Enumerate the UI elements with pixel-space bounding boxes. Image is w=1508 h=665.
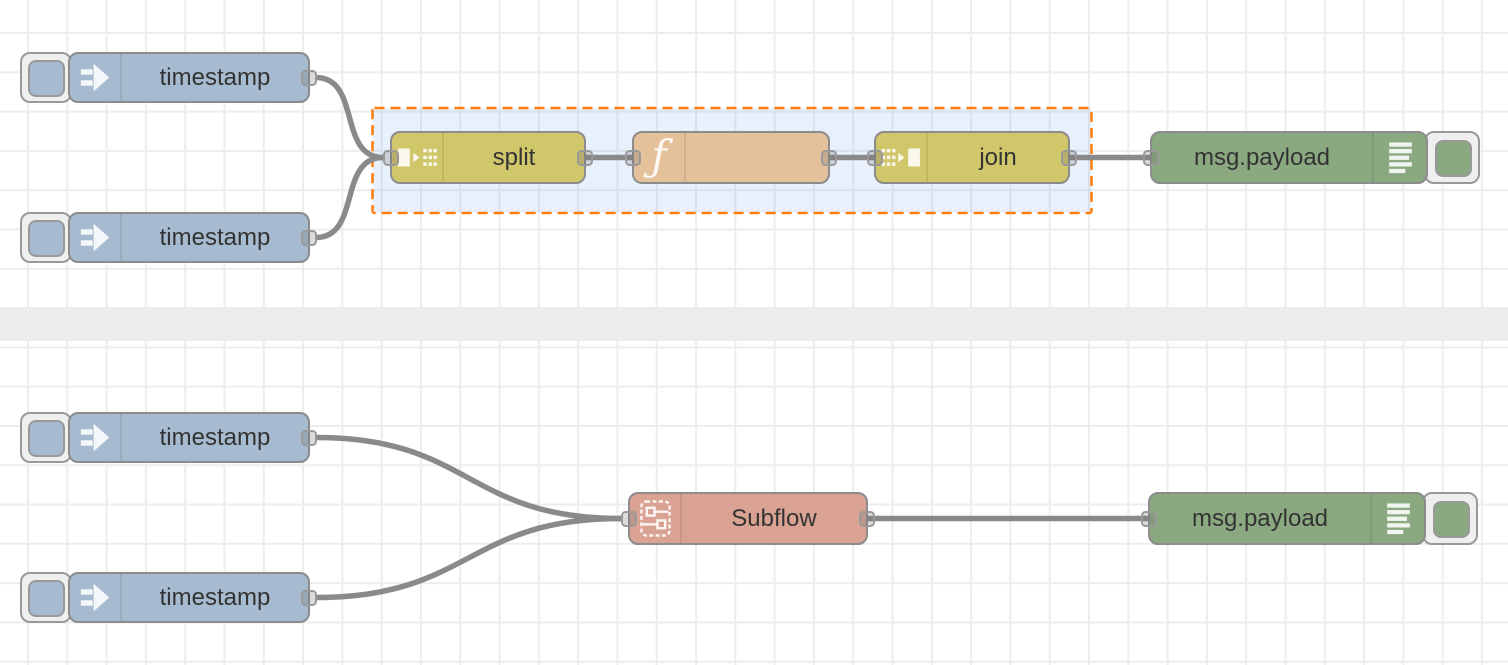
debug-lines-icon	[1370, 494, 1424, 543]
node-label: msg.payload	[1191, 504, 1329, 532]
node-inject-4[interactable]: timestamp	[68, 572, 317, 623]
inject-arrow-icon	[70, 54, 122, 101]
input-port[interactable]	[1143, 149, 1159, 166]
function-icon: ƒ	[634, 133, 686, 182]
output-port[interactable]	[301, 229, 317, 246]
input-port[interactable]	[625, 149, 641, 166]
node-label	[686, 133, 828, 182]
subflow-icon	[630, 494, 682, 543]
join-icon	[876, 133, 928, 182]
node-split[interactable]: split	[383, 131, 593, 184]
output-port[interactable]	[859, 510, 875, 527]
node-label: join	[979, 143, 1017, 171]
split-icon	[392, 133, 444, 182]
inject-button[interactable]	[20, 572, 72, 623]
debug-toggle-pad[interactable]	[1433, 500, 1470, 538]
debug-toggle-button[interactable]	[1422, 492, 1478, 545]
inject-button[interactable]	[20, 412, 72, 463]
output-port[interactable]	[301, 429, 317, 446]
wire-inject3-subflow[interactable]	[315, 434, 622, 522]
node-label: split	[492, 143, 536, 171]
node-inject-1[interactable]: timestamp	[68, 52, 317, 103]
node-inject-2[interactable]: timestamp	[68, 212, 317, 263]
node-inject-3[interactable]: timestamp	[68, 412, 317, 463]
node-debug-2[interactable]: msg.payload	[1141, 492, 1426, 545]
debug-toggle-button[interactable]	[1424, 131, 1480, 184]
node-label: msg.payload	[1193, 143, 1331, 171]
input-port[interactable]	[383, 149, 399, 166]
output-port[interactable]	[1061, 149, 1077, 166]
node-label: timestamp	[159, 223, 271, 251]
inject-button-pad[interactable]	[28, 419, 65, 457]
wire-inject1-split[interactable]	[315, 74, 384, 161]
wire-inject2-split[interactable]	[315, 154, 384, 241]
output-port[interactable]	[577, 149, 593, 166]
node-label: timestamp	[159, 63, 271, 91]
node-label: timestamp	[159, 583, 271, 611]
inject-arrow-icon	[70, 574, 122, 621]
input-port[interactable]	[1141, 510, 1157, 527]
output-port[interactable]	[301, 69, 317, 86]
output-port[interactable]	[301, 589, 317, 606]
node-join[interactable]: join	[867, 131, 1077, 184]
debug-lines-icon	[1372, 133, 1426, 182]
input-port[interactable]	[621, 510, 637, 527]
inject-button-pad[interactable]	[28, 59, 65, 97]
node-label: Subflow	[731, 504, 817, 532]
node-function[interactable]: ƒ	[625, 131, 837, 184]
inject-button[interactable]	[20, 52, 72, 103]
input-port[interactable]	[867, 149, 883, 166]
node-debug-1[interactable]: msg.payload	[1143, 131, 1428, 184]
wire-inject4-subflow[interactable]	[315, 515, 622, 601]
inject-arrow-icon	[70, 414, 122, 461]
inject-button-pad[interactable]	[28, 219, 65, 257]
node-subflow[interactable]: Subflow	[621, 492, 875, 545]
flow-separator	[0, 307, 1508, 341]
node-label: timestamp	[159, 423, 271, 451]
inject-arrow-icon	[70, 214, 122, 261]
output-port[interactable]	[821, 149, 837, 166]
inject-button-pad[interactable]	[28, 579, 65, 617]
inject-button[interactable]	[20, 212, 72, 263]
debug-toggle-pad[interactable]	[1435, 139, 1472, 177]
